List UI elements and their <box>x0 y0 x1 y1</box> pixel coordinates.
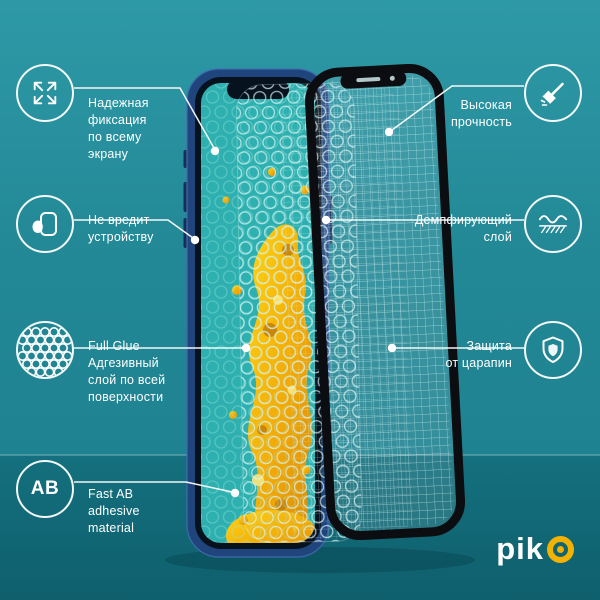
callout-circle-no-harm <box>16 195 74 253</box>
callout-label-fixation: Надежная фиксация по всему экрану <box>88 96 149 161</box>
callout-label-damping: Демпфирующий слой <box>414 213 512 244</box>
callout-circle-scratch <box>524 321 582 379</box>
brand-logo-text: pik <box>496 531 544 566</box>
logo-o-dot <box>557 545 564 553</box>
connector-lines <box>74 85 524 493</box>
device-safe-icon <box>32 212 57 236</box>
callout-circle-strength <box>524 64 582 122</box>
brand-logo: pik <box>496 531 574 567</box>
callout-label-fast-ab: Fast AB adhesive material <box>88 487 140 535</box>
callout-circle-fixation <box>16 64 74 122</box>
callout-circle-fast-ab: AB <box>16 460 74 518</box>
callout-label-full-glue: Full Glue Адгезивный слой по всей поверх… <box>88 339 166 404</box>
damping-layer-icon <box>538 215 568 234</box>
callout-label-scratch: Защита от царапин <box>445 339 512 370</box>
callout-circle-damping <box>524 195 582 253</box>
glass-layer <box>304 63 466 541</box>
adhesive-dots-icon <box>18 327 72 377</box>
callout-label-strength: Высокая прочность <box>450 98 512 129</box>
shield-icon <box>542 336 564 363</box>
callout-label-no-harm: Не вредит устройству <box>88 213 154 244</box>
callout-circle-full-glue <box>16 321 74 379</box>
expand-arrows-icon <box>33 81 57 105</box>
logo-o-icon <box>547 535 574 563</box>
connector-dots <box>190 127 397 498</box>
hammer-icon <box>540 82 564 106</box>
ab-icon: AB <box>30 478 60 499</box>
